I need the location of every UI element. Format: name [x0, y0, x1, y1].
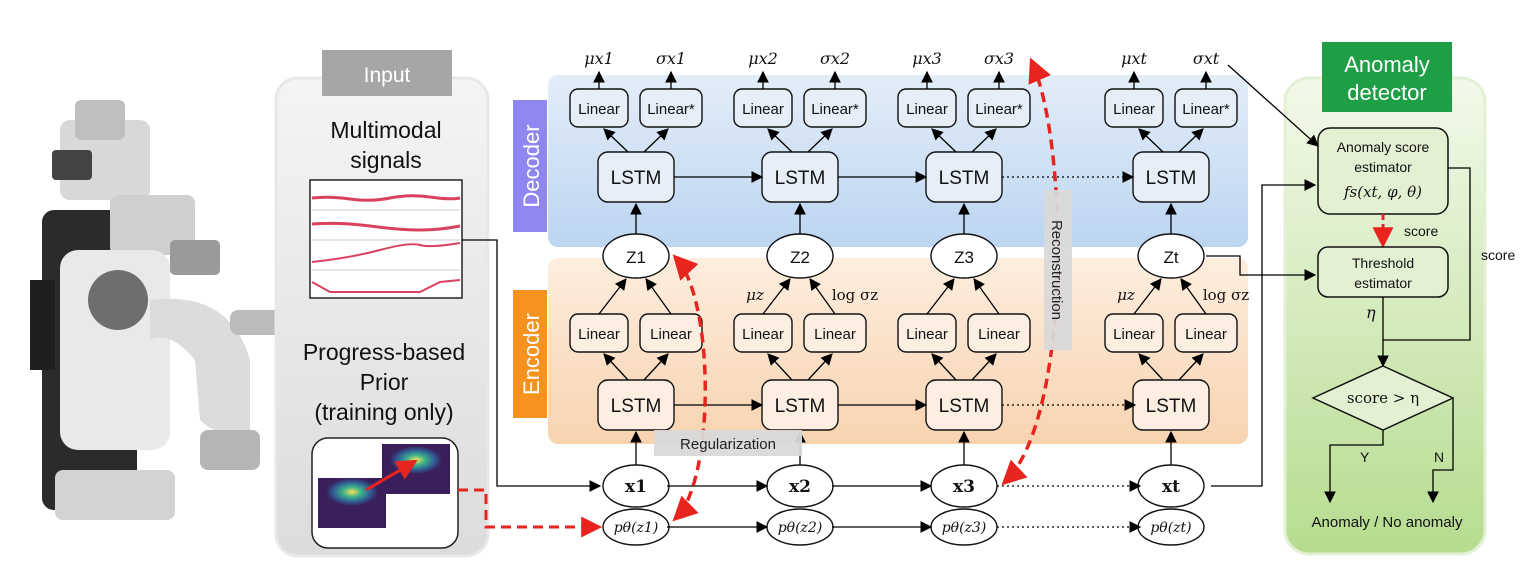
decoder-mu-label: μx2 [748, 49, 778, 68]
latent-label: Z3 [954, 248, 974, 267]
threshold-line2: estimator [1354, 275, 1412, 291]
regularization-annotation: Regularization [654, 254, 802, 522]
decoder-linear-label: Linear [906, 101, 948, 118]
signal-plot [309, 179, 463, 299]
prior-label-line1: Progress-based [303, 339, 465, 365]
encoder-linear-label: Linear [742, 326, 784, 343]
reconstruction-annotation: Reconstruction [1001, 57, 1072, 486]
score-estimator-line1: Anomaly score [1337, 139, 1430, 155]
yes-label: Y [1360, 449, 1370, 465]
latent-label: Z1 [626, 248, 646, 267]
encoder-linear-label: Linear [650, 326, 692, 343]
input-label: x3 [953, 477, 975, 497]
prior-label: pθ(z1) [614, 520, 659, 536]
encoder-linear-label: Linear [1113, 326, 1155, 343]
decoder-region [548, 75, 1248, 247]
decoder-linear-star-label: Linear* [811, 101, 859, 118]
input-label: x1 [625, 477, 647, 497]
decoder-sigma-label: σx1 [656, 49, 686, 68]
detector-title-line2: detector [1347, 80, 1427, 105]
detector-title-line1: Anomaly [1344, 52, 1430, 77]
prior-label: pθ(z3) [942, 520, 987, 536]
encoder-log-sigma-z-label: log σz [1203, 286, 1249, 304]
decoder-lstm-label: LSTM [611, 168, 662, 189]
encoder-lstm-label: LSTM [1146, 396, 1197, 417]
no-label: N [1434, 449, 1444, 465]
encoder-mu-z-label: μz [746, 286, 764, 304]
detector-panel: Anomaly detector Anomaly score estimator… [1283, 42, 1515, 556]
encoder-lstm-label: LSTM [939, 396, 990, 417]
score-function: fs(xt, φ, θ) [1343, 183, 1422, 201]
decoder-mu-label: μx1 [584, 49, 614, 68]
input-panel: Input Multimodal signals Progress-based … [274, 50, 490, 558]
regularization-label: Regularization [680, 436, 776, 453]
decoder-linear-label: Linear [1113, 101, 1155, 118]
decoder-lstm-label: LSTM [1146, 168, 1197, 189]
decoder-mu-label: μxt [1121, 49, 1147, 68]
prior-label: pθ(zt) [1150, 520, 1191, 536]
decoder-tag: Decoder [513, 100, 547, 232]
decoder-lstm-label: LSTM [775, 168, 826, 189]
encoder-log-sigma-z-label: log σz [832, 286, 878, 304]
input-label: x2 [789, 477, 811, 497]
decoder-linear-star-label: Linear* [1182, 101, 1230, 118]
encoder-linear-label: Linear [814, 326, 856, 343]
decoder-sigma-label: σx2 [820, 49, 850, 68]
signals-label-line2: signals [350, 147, 422, 173]
sigma-to-detector-arrow [1227, 64, 1319, 147]
robot-illustration [30, 100, 295, 520]
score-estimator-line2: estimator [1354, 159, 1412, 175]
decoder-label: Decoder [519, 124, 544, 207]
signals-to-x1-arrow [462, 239, 602, 492]
encoder-lstm-label: LSTM [775, 396, 826, 417]
prior-label-line2: Prior [360, 369, 409, 395]
prior-to-pz1-arrow [458, 488, 603, 538]
encoder-mu-z-label: μz [1117, 286, 1135, 304]
decoder-sigma-label: σx3 [984, 49, 1014, 68]
encoder-region [548, 258, 1248, 444]
encoder-linear-label: Linear [578, 326, 620, 343]
encoder-linear-label: Linear [978, 326, 1020, 343]
input-label: xt [1162, 477, 1180, 497]
reconstruction-label: Reconstruction [1048, 220, 1065, 320]
encoder-linear-label: Linear [1185, 326, 1227, 343]
xt-to-detector-arrow [1211, 179, 1317, 487]
decision-label: score > η [1347, 389, 1419, 407]
prior-label-line3: (training only) [314, 399, 453, 425]
decoder-mu-label: μx3 [912, 49, 942, 68]
score-side-label: score [1481, 247, 1515, 263]
score-label: score [1404, 223, 1438, 239]
decoder-lstm-label: LSTM [939, 168, 990, 189]
input-panel-title: Input [364, 64, 411, 87]
decoder-sigma-label: σxt [1193, 49, 1220, 68]
prior-label: pθ(z2) [778, 520, 823, 536]
encoder-label: Encoder [519, 313, 544, 395]
encoder-linear-label: Linear [906, 326, 948, 343]
encoder-lstm-label: LSTM [611, 396, 662, 417]
eta-label: η [1366, 303, 1376, 322]
decoder-linear-star-label: Linear* [647, 101, 695, 118]
latent-label: Z2 [790, 248, 810, 267]
output-label: Anomaly / No anomaly [1312, 514, 1463, 531]
latent-label: Zt [1163, 248, 1178, 267]
zt-to-threshold-arrow [1206, 255, 1317, 281]
prior-thumbnail [311, 437, 459, 549]
decoder-linear-star-label: Linear* [975, 101, 1023, 118]
encoder-tag: Encoder [513, 290, 547, 418]
signals-label-line1: Multimodal [330, 117, 441, 143]
decoder-linear-label: Linear [742, 101, 784, 118]
threshold-line1: Threshold [1352, 255, 1414, 271]
decoder-linear-label: Linear [578, 101, 620, 118]
